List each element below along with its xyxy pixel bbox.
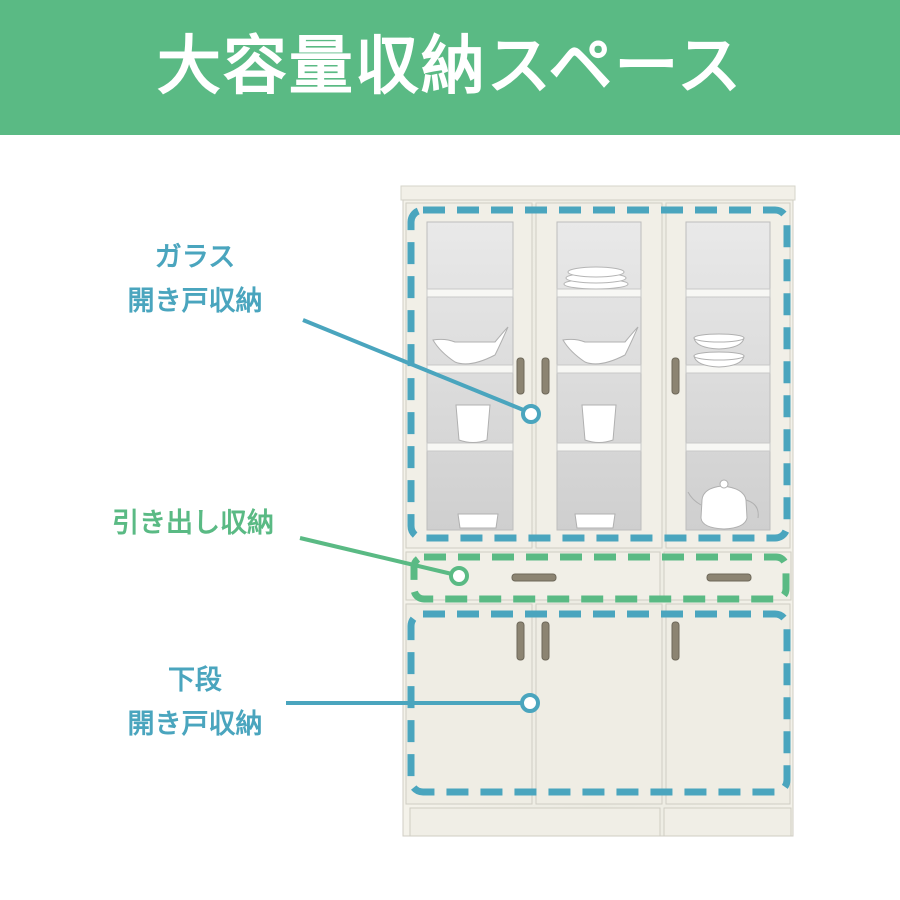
glass-storage-highlight — [407, 206, 791, 542]
glass-door-storage-label: ガラス 開き戸収納 — [100, 236, 290, 324]
glass-label-line2: 開き戸収納 — [127, 286, 263, 317]
drawer-storage-label: 引き出し収納 — [78, 502, 308, 546]
title-banner: 大容量収納スペース — [0, 0, 900, 135]
drawer-connector — [299, 536, 469, 586]
glass-door-left — [405, 202, 533, 549]
glass-label-line1: ガラス — [154, 242, 236, 273]
teapot-icon — [687, 479, 759, 530]
glass-door-center — [535, 202, 663, 549]
cabinet — [400, 185, 796, 837]
plinth-left — [409, 807, 661, 837]
lower-connector — [286, 693, 540, 713]
lower-label-line2: 開き戸収納 — [127, 709, 263, 740]
cup-icon — [455, 404, 617, 529]
lower-door-storage-label: 下段 開き戸収納 — [100, 659, 290, 747]
shelves — [426, 288, 771, 452]
drawer-label-line1: 引き出し収納 — [112, 508, 274, 539]
glass-connector — [302, 318, 541, 424]
gravy-boat-icon — [432, 326, 639, 365]
plate-stack-icon — [563, 266, 629, 290]
door-handles-upper[interactable] — [516, 357, 680, 395]
drawer-storage-highlight — [410, 553, 790, 603]
soup-bowl-icon — [693, 333, 745, 368]
lower-label-line1: 下段 — [168, 665, 222, 696]
page-title: 大容量収納スペース — [156, 30, 744, 104]
plinth-right — [663, 807, 792, 837]
